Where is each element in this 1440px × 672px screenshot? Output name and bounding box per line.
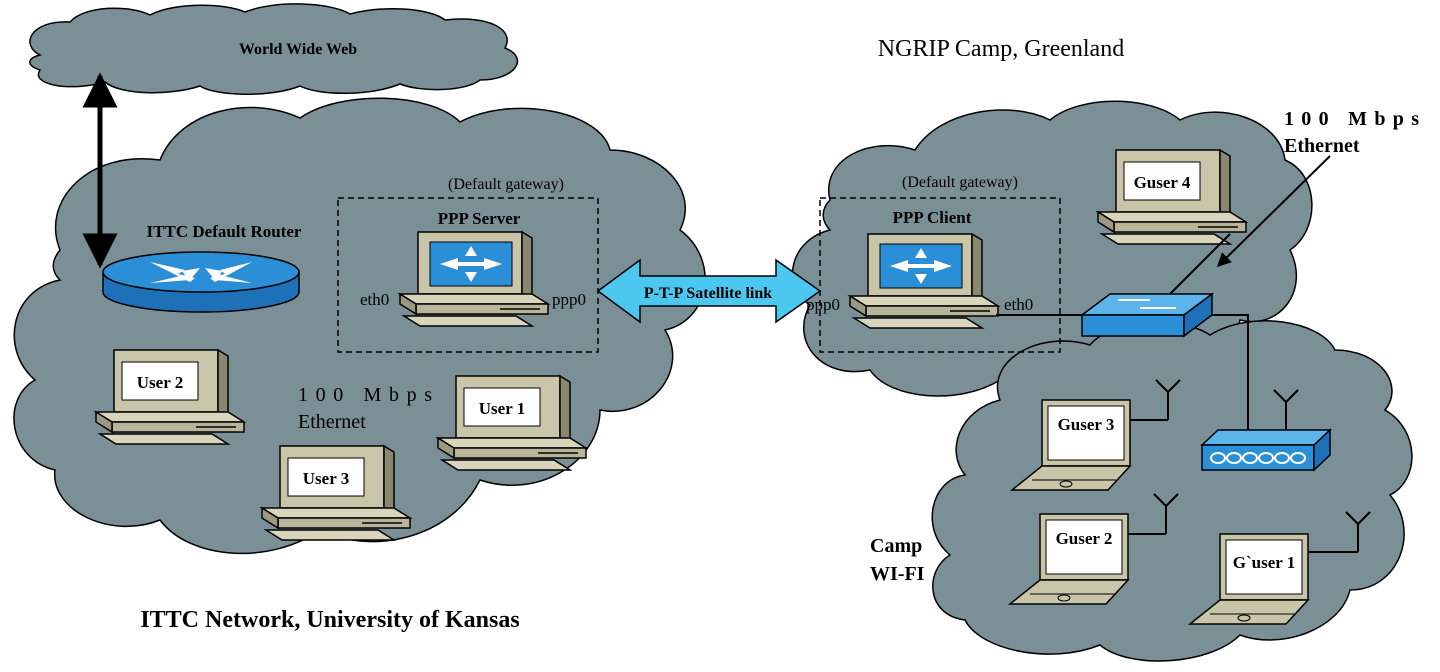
guser-3-laptop: Guser 3 [1011,399,1131,491]
camp-wifi-cloud [931,320,1413,662]
user-3-computer: User 3 [261,445,411,541]
guser-3-label: Guser 3 [1058,415,1115,434]
server-gateway-caption: (Default gateway) [448,176,564,193]
user-1-computer: User 1 [437,375,587,471]
server-label: PPP Server [438,209,521,228]
guser-2-laptop: Guser 2 [1009,513,1129,605]
ethernet-pointer [1217,155,1331,267]
camp-wifi-label-bottom: WI-FI [870,563,925,585]
user-3-label: User 3 [303,469,349,488]
router-icon [102,251,300,313]
client-label: PPP Client [893,208,972,227]
ittc-ethernet-label-bottom: Ethernet [298,411,366,433]
guser-4-label: Guser 4 [1134,173,1191,192]
camp-wifi-label-top: Camp [870,535,922,557]
user-1-label: User 1 [479,399,525,418]
user-2-computer: User 2 [95,349,245,445]
internet-cloud [29,3,518,95]
camp-ethernet-label-bottom: Ethernet [1284,135,1360,157]
ppp-client-computer [849,233,999,329]
server-port-ppp0: ppp0 [552,290,586,309]
internet-label: World Wide Web [239,41,357,58]
router-label: ITTC Default Router [147,222,302,241]
guser-4-computer: Guser 4 [1097,149,1247,245]
user-2-label: User 2 [137,373,183,392]
client-gateway-box [819,197,1061,353]
ittc-network-label: ITTC Network, University of Kansas [140,607,519,633]
switch-to-ap-wire [1212,314,1249,430]
server-gateway-box [337,197,599,353]
client-gateway-caption: (Default gateway) [902,174,1018,191]
client-port-ppp0: ppp0 [806,295,840,314]
guser-1-laptop: G`user 1 [1189,533,1309,625]
wifi-access-point-icon [1200,428,1332,472]
server-port-eth0: eth0 [360,290,389,309]
camp-title: NGRIP Camp, Greenland [878,36,1124,62]
client-port-eth0: eth0 [1004,295,1033,314]
satellite-link-label: P-T-P Satellite link [644,285,772,302]
ittc-ethernet-label-top: 100 Mbps [298,384,432,406]
guser-2-label: Guser 2 [1056,529,1113,548]
guser-1-label: G`user 1 [1233,553,1296,572]
ppp-server-computer [399,231,549,327]
switch-to-guser4-wire [1169,233,1231,295]
ethernet-switch-icon [1079,292,1215,338]
camp-ethernet-label-top: 100 Mbps [1284,108,1419,130]
satellite-link-arrow [596,258,822,324]
